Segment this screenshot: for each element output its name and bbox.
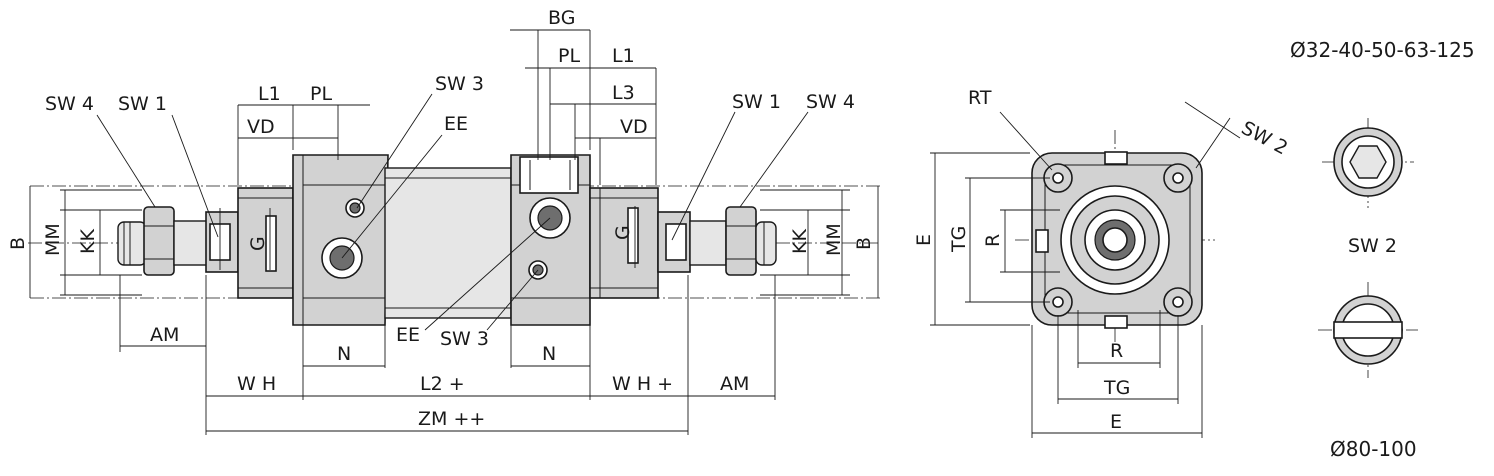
front-view: [930, 101, 1241, 438]
label-r-bottom: R: [1110, 340, 1123, 362]
size-range-small: Ø32-40-50-63-125: [1290, 38, 1475, 62]
label-zm: ZM ++: [418, 408, 485, 430]
label-vd-right: VD: [620, 116, 648, 138]
label-tg-left: TG: [948, 226, 970, 253]
label-sw2-top: SW 2: [1238, 117, 1292, 159]
label-sw4-left: SW 4: [45, 93, 94, 115]
label-e-left: E: [913, 234, 935, 246]
label-g-left: G: [247, 236, 269, 251]
right-port-g: [627, 207, 639, 264]
right-rod-end: [657, 206, 777, 276]
left-port-g: [265, 215, 277, 272]
label-tg-bottom: TG: [1103, 377, 1130, 399]
label-bg: BG: [548, 7, 575, 29]
label-sw3-top: SW 3: [435, 73, 484, 95]
tie-rod-nuts: [1043, 163, 1193, 317]
label-wh-left: W H: [237, 373, 276, 395]
label-sw4-right: SW 4: [806, 91, 855, 113]
label-n-left: N: [337, 343, 351, 365]
label-wh-right: W H +: [612, 373, 673, 395]
label-n-right: N: [542, 343, 556, 365]
label-pl-right: PL: [558, 45, 580, 67]
label-kk-right: KK: [789, 229, 811, 254]
label-b-right: B: [853, 237, 875, 250]
label-pl-left: PL: [310, 83, 332, 105]
label-rt: RT: [968, 87, 992, 109]
label-sw1-right: SW 1: [732, 91, 781, 113]
flat-detail: [1318, 282, 1418, 378]
label-sw2-mid: SW 2: [1348, 235, 1397, 257]
label-sw3-bottom: SW 3: [440, 328, 489, 350]
label-g-right: G: [612, 225, 634, 240]
label-l3: L3: [612, 82, 635, 104]
label-kk-left: KK: [77, 229, 99, 254]
label-sw1-left: SW 1: [118, 93, 167, 115]
label-am-right: AM: [720, 373, 749, 395]
label-vd-left: VD: [247, 116, 275, 138]
right-clamp-window: [519, 156, 579, 194]
right-end-cap: [589, 187, 659, 299]
label-e-bottom: E: [1110, 411, 1122, 433]
label-l1-right: L1: [612, 45, 635, 67]
cylinder-barrel: [384, 167, 512, 319]
label-ee-top: EE: [444, 113, 468, 135]
label-r-left: R: [982, 234, 1004, 247]
label-mm-left: MM: [42, 223, 64, 256]
label-l1-left: L1: [258, 83, 281, 105]
label-am-left: AM: [150, 324, 179, 346]
label-mm-right: MM: [823, 223, 845, 256]
size-range-large: Ø80-100: [1330, 437, 1417, 461]
label-l2: L2 +: [420, 373, 465, 395]
label-ee-bottom: EE: [396, 324, 420, 346]
side-view: [28, 29, 880, 435]
label-b-left: B: [7, 237, 29, 250]
hex-detail: [1322, 118, 1414, 208]
